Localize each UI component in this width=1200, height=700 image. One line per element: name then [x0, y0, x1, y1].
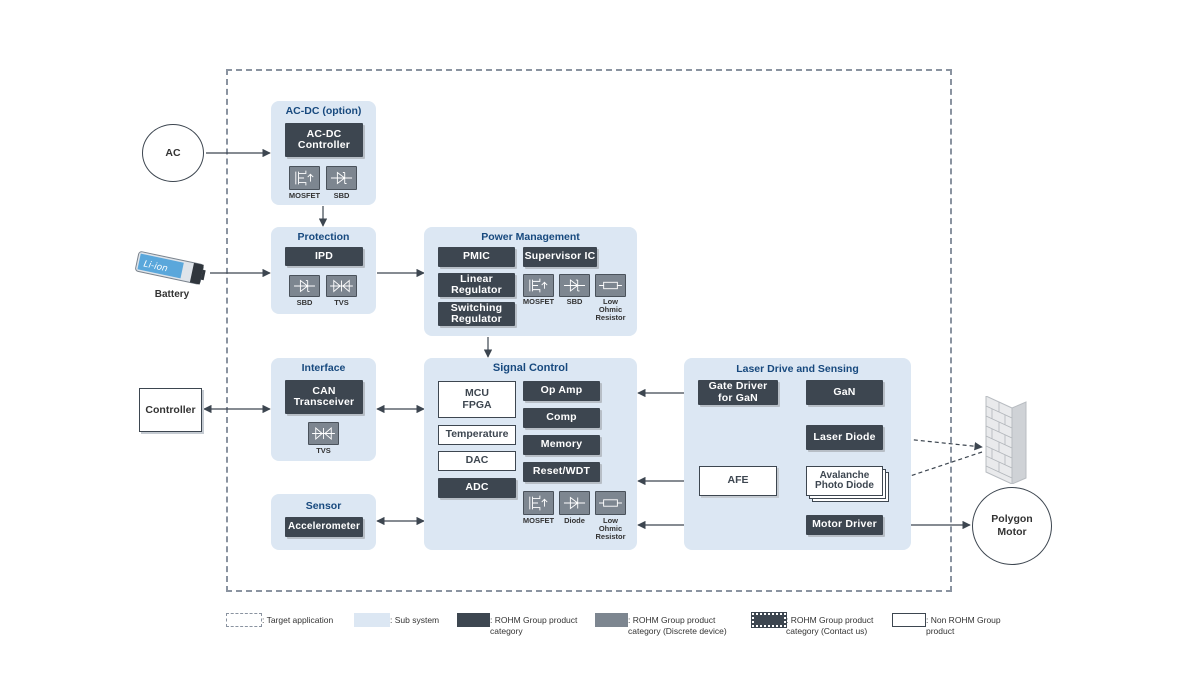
sbd-device-icon — [326, 166, 357, 190]
interface-device-label-tvs: TVS — [316, 446, 331, 455]
protection-title: Protection — [297, 231, 350, 243]
tvs-device-icon — [326, 275, 357, 297]
signal-title: Signal Control — [492, 362, 569, 374]
subsystem-power-management: Power Management PMIC Supervisor IC Line… — [424, 227, 637, 336]
legend-swatch-discrete — [595, 613, 628, 627]
opamp-chip: Op Amp — [523, 381, 600, 401]
can-transceiver-chip: CAN Transceiver — [285, 380, 363, 414]
battery-image: Li-ion — [130, 250, 210, 290]
signal-device-label-mosfet: MOSFET — [522, 516, 555, 525]
supervisor-ic-chip: Supervisor IC — [523, 247, 597, 267]
memory-chip: Memory — [523, 435, 600, 455]
legend-swatch-target — [226, 613, 262, 627]
legend-contact-text: : ROHM Group product category (Contact u… — [786, 615, 874, 637]
power-title: Power Management — [481, 231, 580, 243]
sbd-device-icon — [559, 274, 590, 297]
interface-title: Interface — [301, 362, 346, 374]
mosfet-device-icon — [523, 274, 554, 297]
motor-driver-chip: Motor Driver — [806, 515, 883, 535]
subsystem-protection: Protection IPD SBD TVS — [271, 227, 376, 314]
adc-chip: ADC — [438, 478, 516, 498]
reset-wdt-chip: Reset/WDT — [523, 462, 600, 482]
acdc-controller-chip: AC-DC Controller — [285, 123, 363, 157]
legend-swatch-contact — [751, 612, 787, 628]
mosfet-device-icon — [523, 491, 554, 515]
legend-non-rohm-text: : Non ROHM Group product — [926, 615, 1001, 637]
temperature-box: Temperature — [438, 425, 516, 445]
afe-box: AFE — [699, 466, 777, 496]
legend-rohm-text: : ROHM Group product category — [490, 615, 578, 637]
subsystem-signal-control: Signal Control MCU FPGA Temperature DAC … — [424, 358, 637, 550]
resistor-device-icon — [595, 491, 626, 515]
signal-device-label-diode: Diode — [564, 516, 585, 525]
accelerometer-chip: Accelerometer — [285, 517, 363, 537]
battery-label: Battery — [154, 289, 190, 300]
mosfet-device-icon — [289, 166, 320, 190]
subsystem-interface: Interface CAN Transceiver TVS — [271, 358, 376, 461]
legend-swatch-non-rohm — [892, 613, 926, 627]
legend-swatch-rohm — [457, 613, 490, 627]
comp-chip: Comp — [523, 408, 600, 428]
sensor-title: Sensor — [305, 500, 342, 512]
legend-swatch-subsystem — [354, 613, 390, 627]
legend-discrete-text: : ROHM Group product category (Discrete … — [628, 615, 727, 637]
polygon-motor: Polygon Motor — [972, 487, 1052, 565]
power-device-label-mosfet: MOSFET — [522, 297, 555, 306]
gate-driver-chip: Gate Driver for GaN — [698, 380, 778, 405]
laser-title: Laser Drive and Sensing — [736, 363, 859, 375]
tvs-device-icon — [308, 422, 339, 445]
subsystem-laser-drive: Laser Drive and Sensing Gate Driver for … — [684, 358, 911, 550]
controller-box: Controller — [139, 388, 202, 432]
avalanche-photo-diode-box: Avalanche Photo Diode — [806, 466, 883, 496]
pmic-chip: PMIC — [438, 247, 515, 267]
protection-device-label-tvs: TVS — [334, 298, 349, 307]
ac-source: AC — [142, 124, 204, 182]
acdc-device-label-mosfet: MOSFET — [288, 191, 321, 200]
target-application-frame — [226, 69, 952, 592]
sbd-device-icon — [289, 275, 320, 297]
switching-regulator-chip: Switching Regulator — [438, 302, 515, 326]
subsystem-sensor: Sensor Accelerometer — [271, 494, 376, 550]
power-device-label-sbd: SBD — [566, 297, 583, 306]
gan-chip: GaN — [806, 380, 883, 405]
linear-regulator-chip: Linear Regulator — [438, 273, 515, 297]
dac-box: DAC — [438, 451, 516, 471]
ipd-chip: IPD — [285, 247, 363, 266]
brick-wall-image — [982, 395, 1030, 485]
legend-subsystem-text: : Sub system — [390, 615, 440, 625]
acdc-device-label-sbd: SBD — [333, 191, 350, 200]
mcu-fpga-box: MCU FPGA — [438, 381, 516, 418]
resistor-device-icon — [595, 274, 626, 297]
diode-device-icon — [559, 491, 590, 515]
signal-device-label-resistor: Low Ohmic Resistor — [595, 516, 626, 541]
protection-device-label-sbd: SBD — [296, 298, 313, 307]
acdc-title: AC-DC (option) — [285, 105, 362, 117]
laser-diode-chip: Laser Diode — [806, 425, 883, 450]
power-device-label-resistor: Low Ohmic Resistor — [595, 297, 626, 322]
subsystem-acdc: AC-DC (option) AC-DC Controller MOSFET S… — [271, 101, 376, 205]
legend-target-text: : Target application — [262, 615, 334, 625]
